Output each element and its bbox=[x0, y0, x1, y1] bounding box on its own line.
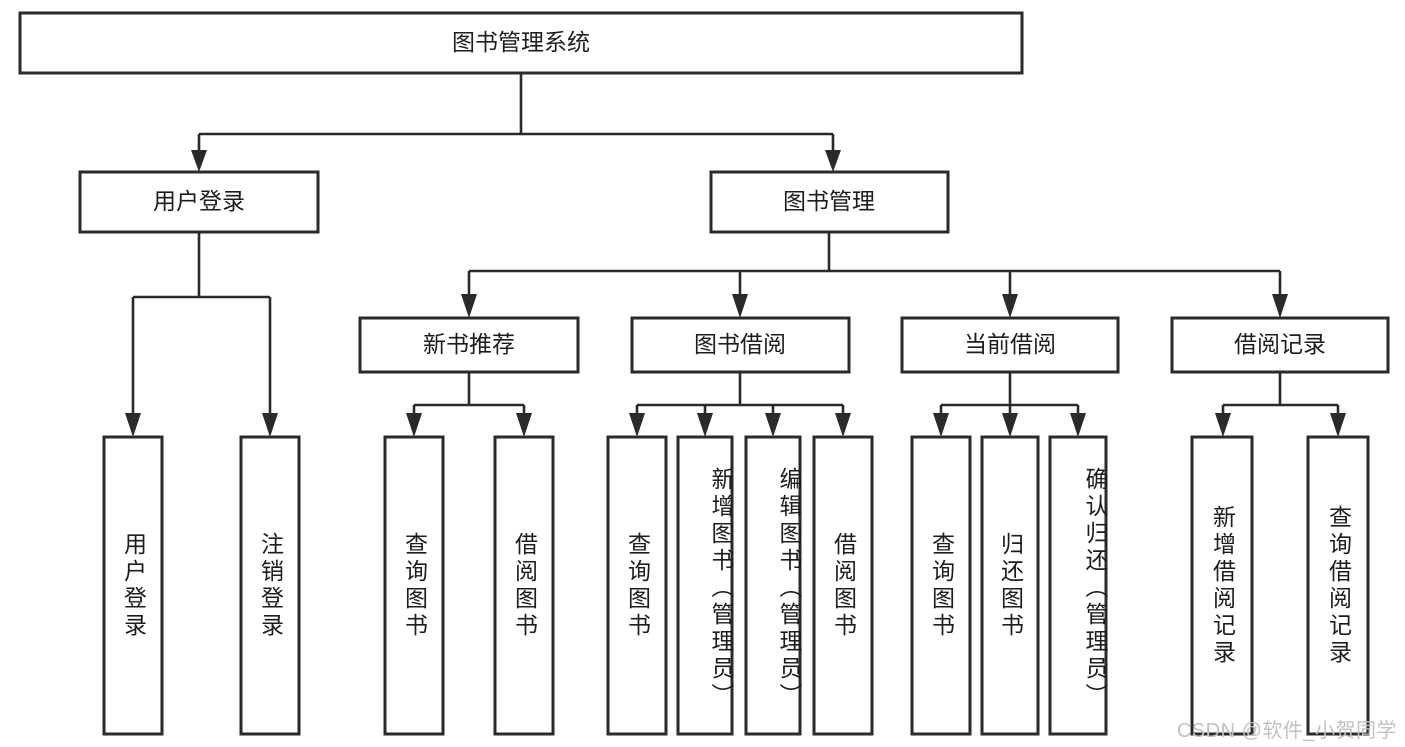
node-new-book-rec-box[interactable] bbox=[358, 316, 580, 374]
arrow-to-leaf-add-book bbox=[697, 413, 713, 437]
node-leaf-borrow-book-2-box[interactable] bbox=[812, 435, 874, 736]
arrow-to-leaf-add-record bbox=[1215, 413, 1231, 437]
leaf-boxes-layer bbox=[102, 435, 1370, 736]
connector-new-book-rec-to-leaves bbox=[412, 372, 526, 420]
arrow-to-leaf-confirm-return bbox=[1070, 413, 1086, 437]
arrow-to-leaf-logout bbox=[262, 413, 278, 437]
node-root-box[interactable] bbox=[18, 11, 1024, 75]
node-user-login-box[interactable] bbox=[78, 170, 320, 234]
node-leaf-add-book-box[interactable] bbox=[676, 435, 734, 736]
connector-book-borrow-to-leaves bbox=[635, 372, 845, 420]
node-borrow-record-box[interactable] bbox=[1170, 316, 1390, 374]
node-book-borrow-label: 图书借阅 bbox=[694, 331, 786, 357]
arrow-to-borrow-record bbox=[1272, 294, 1288, 318]
node-leaf-edit-book-box[interactable] bbox=[744, 435, 802, 736]
connector-borrow-record-to-leaves bbox=[1221, 372, 1340, 420]
node-new-book-rec-label: 新书推荐 bbox=[423, 331, 515, 357]
node-leaf-user-login-box[interactable] bbox=[102, 435, 164, 736]
node-user-login[interactable]: 用户登录 bbox=[78, 170, 320, 234]
node-leaf-query-book-3-box[interactable] bbox=[910, 435, 972, 736]
node-book-borrow[interactable]: 图书借阅 bbox=[630, 316, 851, 374]
node-leaf-borrow-book-1-box[interactable] bbox=[493, 435, 555, 736]
connectors-layer bbox=[125, 73, 1346, 437]
arrow-to-leaf-query-record bbox=[1330, 413, 1346, 437]
node-book-borrow-box[interactable] bbox=[630, 316, 851, 374]
node-user-login-label: 用户登录 bbox=[153, 188, 245, 214]
arrow-to-book-borrow bbox=[732, 294, 748, 318]
connector-book-manage-to-level2 bbox=[467, 232, 1282, 300]
connector-root-to-level1 bbox=[197, 73, 835, 157]
node-leaf-logout-box[interactable] bbox=[239, 435, 301, 736]
arrow-to-leaf-query-book-1 bbox=[406, 413, 422, 437]
arrow-to-leaf-query-book-2 bbox=[629, 413, 645, 437]
node-book-manage-label: 图书管理 bbox=[783, 188, 875, 214]
arrow-to-leaf-return-book bbox=[1002, 413, 1018, 437]
node-book-manage-box[interactable] bbox=[709, 170, 950, 234]
arrow-to-user-login bbox=[191, 150, 207, 172]
node-new-book-rec[interactable]: 新书推荐 bbox=[358, 316, 580, 374]
node-borrow-record-label: 借阅记录 bbox=[1234, 331, 1326, 357]
node-leaf-confirm-return-box[interactable] bbox=[1048, 435, 1108, 736]
node-root[interactable]: 图书管理系统 bbox=[18, 11, 1024, 75]
node-book-manage[interactable]: 图书管理 bbox=[709, 170, 950, 234]
node-current-borrow-box[interactable] bbox=[900, 316, 1120, 374]
arrow-to-book-manage bbox=[825, 150, 841, 172]
node-leaf-return-book-box[interactable] bbox=[980, 435, 1040, 736]
arrow-to-leaf-borrow-book-1 bbox=[516, 413, 532, 437]
csdn-watermark: CSDN @软件_小贺同学 bbox=[1176, 720, 1397, 742]
node-current-borrow-label: 当前借阅 bbox=[964, 331, 1056, 357]
arrow-to-leaf-borrow-book-2 bbox=[835, 413, 851, 437]
node-leaf-add-record-box[interactable] bbox=[1190, 435, 1254, 736]
node-current-borrow[interactable]: 当前借阅 bbox=[900, 316, 1120, 374]
node-leaf-query-book-2-box[interactable] bbox=[606, 435, 668, 736]
node-root-label: 图书管理系统 bbox=[452, 29, 590, 55]
node-leaf-query-record-box[interactable] bbox=[1306, 435, 1370, 736]
arrow-to-leaf-query-book-3 bbox=[933, 413, 949, 437]
arrow-to-new-book-rec bbox=[461, 294, 477, 318]
arrow-to-leaf-edit-book bbox=[765, 413, 781, 437]
connector-current-borrow-to-leaves bbox=[939, 372, 1080, 420]
node-borrow-record[interactable]: 借阅记录 bbox=[1170, 316, 1390, 374]
connector-user-login-to-leaves bbox=[131, 232, 272, 420]
arrow-to-leaf-user-login bbox=[125, 413, 141, 437]
arrow-to-current-borrow bbox=[1002, 294, 1018, 318]
node-leaf-query-book-1-box[interactable] bbox=[383, 435, 445, 736]
